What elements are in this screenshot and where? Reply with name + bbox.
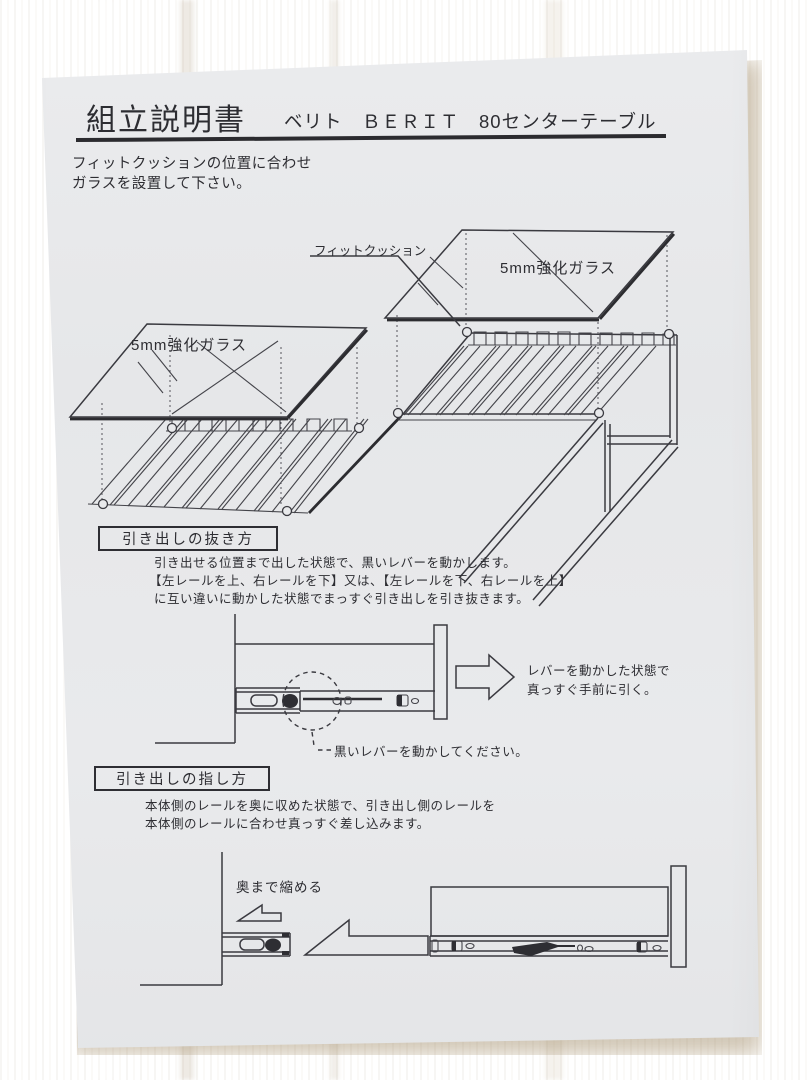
arrow-note-line-2: 真っすぐ手前に引く。 xyxy=(527,683,658,697)
insert-section-heading: 引き出しの指し方 xyxy=(116,772,248,788)
pull-body-line-2: 【左レールを上、右レールを下】又は、【左レールを下、右レールを上】 xyxy=(149,574,572,588)
insert-section-heading-box: 引き出しの指し方 xyxy=(94,766,270,791)
glass-label-left: 5mm強化ガラス xyxy=(131,337,248,354)
intro-line-2: ガラスを設置して下さい。 xyxy=(72,176,252,192)
doc-title: 組立説明書 xyxy=(86,104,246,137)
lever-note: 黒いレバーを動かしてください。 xyxy=(334,745,529,759)
insert-body-line-1: 本体側のレールを奥に収めた状態で、引き出し側のレールを xyxy=(145,799,496,813)
pull-body-line-1: 引き出せる位置まで出した状態で、黒いレバーを動かします。 xyxy=(154,556,517,570)
fit-cushion-label: フィットクッション xyxy=(314,244,427,258)
arrow-note-line-1: レバーを動かした状態で xyxy=(527,664,671,678)
pull-section-heading: 引き出しの抜き方 xyxy=(122,532,254,548)
pull-body-line-3: に互い違いに動かした状態でまっすぐ引き出しを引き抜きます。 xyxy=(154,592,530,606)
pull-section-heading-box: 引き出しの抜き方 xyxy=(98,526,278,551)
insert-body-line-2: 本体側のレールに合わせ真っすぐ差し込みます。 xyxy=(145,817,430,831)
push-note: 奥まで縮める xyxy=(236,880,323,895)
product-title: ベリト ＢＥＲＩＴ 80センターテーブル xyxy=(284,111,657,132)
intro-line-1: フィットクッションの位置に合わせ xyxy=(72,156,312,172)
glass-label-right: 5mm強化ガラス xyxy=(500,260,617,277)
